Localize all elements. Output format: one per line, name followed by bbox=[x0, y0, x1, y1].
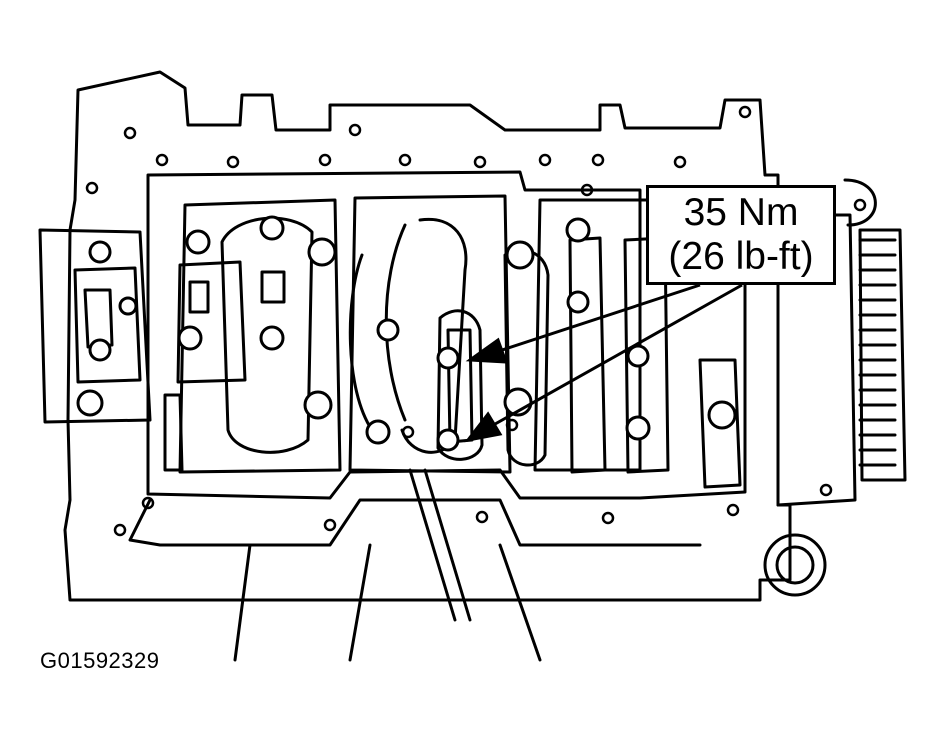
rod-window-1 bbox=[260, 270, 286, 304]
arrowhead-upper-icon bbox=[465, 337, 509, 364]
torque-metric: 35 Nm bbox=[683, 191, 799, 235]
bolt-icon bbox=[505, 240, 535, 270]
bolt-hole-icon bbox=[580, 183, 594, 197]
bolt-icon bbox=[365, 419, 391, 445]
crank-bay-2 bbox=[348, 194, 512, 474]
bolt-icon bbox=[307, 237, 337, 267]
seal-ring-outer bbox=[763, 533, 827, 597]
bolt-hole-icon bbox=[398, 153, 412, 167]
bolt-icon bbox=[626, 344, 650, 368]
bolt-hole-icon bbox=[738, 105, 752, 119]
bolt-icon bbox=[436, 428, 460, 452]
piston-rod-right-1 bbox=[568, 236, 607, 474]
crankcase-frame bbox=[146, 170, 747, 500]
left-housing-inner bbox=[73, 266, 142, 384]
bolt-icon bbox=[376, 318, 400, 342]
bolt-icon bbox=[565, 217, 591, 243]
sump-drop-right bbox=[498, 543, 542, 662]
left-housing bbox=[38, 228, 152, 424]
torque-imperial: (26 lb-ft) bbox=[668, 235, 814, 278]
arrowhead-lower-icon bbox=[464, 411, 503, 443]
bolt-hole-icon bbox=[348, 123, 362, 137]
counterweight-center bbox=[400, 217, 468, 454]
right-dome bbox=[843, 178, 877, 227]
rod-cap-center bbox=[436, 309, 484, 461]
seal-ring-inner bbox=[775, 545, 815, 585]
torque-callout: 35 Nm (26 lb-ft) bbox=[646, 185, 836, 285]
bolt-icon bbox=[303, 390, 333, 420]
bolt-hole-icon bbox=[591, 153, 605, 167]
leader-line-lower bbox=[487, 283, 743, 430]
bolt-hole-icon bbox=[226, 155, 240, 169]
bolt-icon bbox=[436, 346, 460, 370]
leader-line-upper bbox=[489, 283, 701, 356]
cap-slot-1 bbox=[188, 280, 210, 314]
bolt-hole-icon bbox=[473, 155, 487, 169]
bolt-hole-icon bbox=[85, 181, 99, 195]
bolt-icon bbox=[566, 290, 590, 314]
bolt-icon bbox=[88, 338, 112, 362]
sump-drop-left bbox=[233, 543, 252, 662]
bolt-hole-icon bbox=[538, 153, 552, 167]
sump-drop-mid bbox=[348, 543, 372, 662]
bolt-hole-icon bbox=[318, 153, 332, 167]
bolt-hole-icon bbox=[673, 155, 687, 169]
connecting-rod-3 bbox=[503, 248, 550, 467]
connecting-rod-1 bbox=[220, 216, 314, 454]
bolt-icon bbox=[625, 415, 651, 441]
bolt-hole-icon bbox=[323, 518, 337, 532]
gear-teeth bbox=[858, 238, 897, 467]
bolt-hole-icon bbox=[853, 198, 867, 212]
dipstick-tube-2 bbox=[423, 468, 472, 622]
left-housing-slot bbox=[83, 288, 114, 349]
bolt-hole-icon bbox=[401, 425, 415, 439]
bolt-icon bbox=[76, 389, 104, 417]
bolt-icon bbox=[88, 240, 112, 264]
engine-block-outline bbox=[63, 70, 792, 602]
bolt-hole-icon bbox=[601, 511, 615, 525]
rod-right-lower bbox=[698, 358, 742, 489]
bolt-icon bbox=[259, 215, 285, 241]
bolt-icon bbox=[177, 325, 203, 351]
bolt-icon bbox=[185, 229, 211, 255]
bolt-hole-icon bbox=[155, 153, 169, 167]
bolt-icon bbox=[707, 400, 737, 430]
crank-journal bbox=[348, 253, 374, 432]
timing-gear bbox=[858, 228, 907, 482]
bolt-hole-icon bbox=[123, 126, 137, 140]
bolt-hole-icon bbox=[819, 483, 833, 497]
bolt-icon bbox=[259, 325, 285, 351]
bolt-hole-icon bbox=[726, 503, 740, 517]
bolt-hole-icon bbox=[141, 496, 155, 510]
bolt-icon bbox=[118, 296, 138, 316]
crank-web-1 bbox=[163, 393, 184, 472]
figure-id: G01592329 bbox=[40, 648, 160, 673]
bearing-cap-1 bbox=[176, 260, 247, 384]
dipstick-tube bbox=[408, 468, 457, 622]
oil-pan-flange bbox=[128, 498, 702, 547]
bolt-hole-icon bbox=[475, 510, 489, 524]
bolt-hole-icon bbox=[113, 523, 127, 537]
bolt-hole-icon bbox=[505, 418, 519, 432]
